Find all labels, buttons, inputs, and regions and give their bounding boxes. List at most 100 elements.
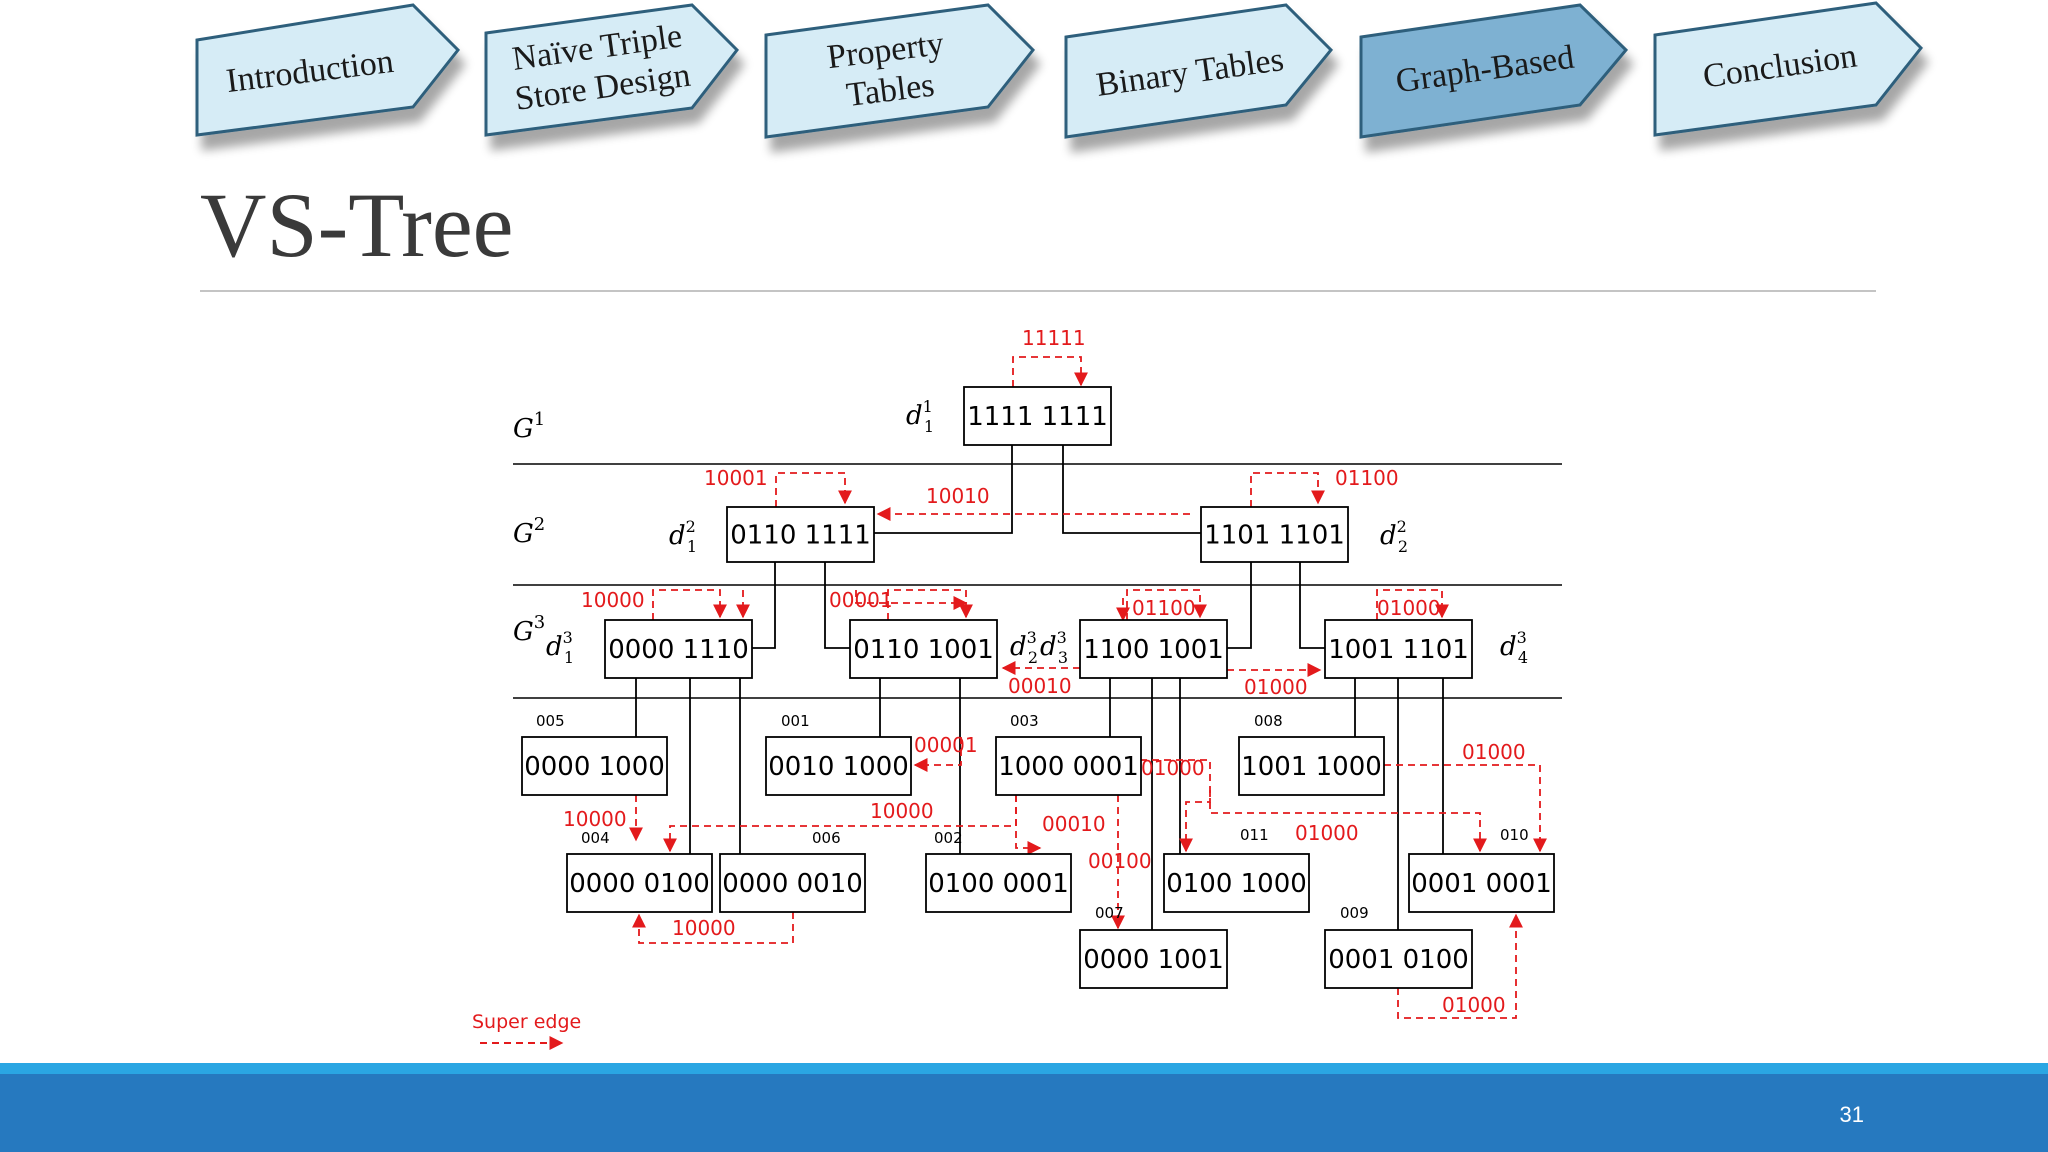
super-edge <box>1015 795 1042 855</box>
tree-edge <box>752 562 776 649</box>
node-box <box>765 736 912 796</box>
vertex-id: 002 <box>934 829 963 847</box>
tree-node: 0000 1000 005 <box>521 712 668 796</box>
section-nav: Introduction Naïve Triple Store Design P… <box>0 0 2048 170</box>
tree-node: 0110 1001 <box>849 619 998 679</box>
super-edge-label: 00100 <box>1088 849 1152 873</box>
node-box <box>726 506 875 563</box>
node-code: 1101 1101 <box>1204 521 1345 551</box>
nav-item-naive-triple-store[interactable] <box>484 3 739 137</box>
footer-bar <box>0 1074 2048 1152</box>
super-edge-label: 00001 <box>829 588 893 612</box>
tree-edge <box>874 445 1013 534</box>
super-edge <box>1012 356 1088 387</box>
super-edge-label: 01000 <box>1295 821 1359 845</box>
super-edge-label: 01000 <box>1442 993 1506 1017</box>
node-box <box>521 736 668 796</box>
node-code: 0100 1000 <box>1166 869 1307 899</box>
super-edge <box>1384 764 1547 853</box>
level-label: G3 <box>513 612 545 647</box>
node-code: 1100 1001 <box>1083 635 1224 665</box>
vertex-id: 011 <box>1240 826 1269 844</box>
super-edge-label: 00010 <box>1008 674 1072 698</box>
nav-item-binary-tables[interactable] <box>1064 3 1334 139</box>
super-edge <box>913 737 962 772</box>
tree-edge <box>824 562 850 649</box>
tree-node: 0000 1001 007 <box>1079 904 1228 989</box>
node-code: 0100 0001 <box>928 869 1069 899</box>
node-box <box>604 619 753 679</box>
footer-stripe <box>0 1063 2048 1074</box>
nav-item-property-tables[interactable] <box>764 3 1036 139</box>
super-edge-label: 01100 <box>1335 466 1399 490</box>
node-code: 1001 1000 <box>1241 752 1382 782</box>
node-box <box>963 386 1112 446</box>
nav-item-conclusion[interactable] <box>1653 1 1924 137</box>
node-code: 0000 1110 <box>608 635 749 665</box>
node-code: 0000 1000 <box>524 752 665 782</box>
node-box <box>719 853 866 913</box>
tree-node: 1101 1101 <box>1200 506 1349 563</box>
title-divider <box>200 290 1876 292</box>
super-edge <box>1126 589 1207 620</box>
node-code: 0000 0100 <box>569 869 710 899</box>
tree-node: 0110 1111 <box>726 506 875 563</box>
tree-edge <box>1062 445 1201 534</box>
vertex-id: 005 <box>536 712 565 730</box>
super-edge-label: 00010 <box>1042 812 1106 836</box>
super-edge-label: 01000 <box>1141 756 1205 780</box>
node-box <box>995 736 1142 796</box>
node-box <box>849 619 998 679</box>
node-code: 1001 1101 <box>1328 635 1469 665</box>
super-edge-label: 11111 <box>1022 326 1086 350</box>
super-edge-label: 00001 <box>914 733 978 757</box>
node-box <box>925 853 1072 913</box>
tree-node: 0001 0100 009 <box>1324 904 1473 989</box>
vertex-id: 003 <box>1010 712 1039 730</box>
super-edge-label: 10001 <box>704 466 768 490</box>
node-box <box>1238 736 1385 796</box>
level-dividers <box>513 463 1562 699</box>
super-edge-label: 01100 <box>1132 596 1196 620</box>
nav-item-graph-based[interactable] <box>1359 3 1629 139</box>
node-code: 1111 1111 <box>967 402 1108 432</box>
node-code: 0000 1001 <box>1083 945 1224 975</box>
node-code: 0110 1111 <box>730 521 871 551</box>
super-edge-label: 01000 <box>1244 675 1308 699</box>
super-edge-label: 01000 <box>1462 740 1526 764</box>
super-edge <box>1397 913 1523 1019</box>
tree-node: 0100 0001 002 <box>925 829 1072 913</box>
node-code: 0001 0001 <box>1411 869 1552 899</box>
page-number: 31 <box>1839 1102 1864 1127</box>
node-code: 0001 0100 <box>1328 945 1469 975</box>
super-edge <box>663 795 1017 853</box>
vertex-id: 010 <box>1500 826 1529 844</box>
tree-node: 0100 1000 011 <box>1163 826 1310 913</box>
node-box <box>1200 506 1349 563</box>
vertex-id: 009 <box>1340 904 1369 922</box>
tree-node: 0000 1110 <box>604 619 753 679</box>
tree-node: 0001 0001 010 <box>1408 826 1555 913</box>
super-edge-label: 10010 <box>926 484 990 508</box>
vertex-id: 004 <box>581 829 610 847</box>
node-box <box>1079 929 1228 989</box>
super-edge <box>1209 790 1487 853</box>
tree-node: 1111 1111 <box>963 386 1112 446</box>
nav-item-introduction[interactable] <box>195 3 461 137</box>
tree-edges <box>635 445 1444 930</box>
vertex-id: 007 <box>1095 904 1124 922</box>
vertex-id: 001 <box>781 712 810 730</box>
super-edge <box>855 590 968 610</box>
tree-node: 1100 1001 <box>1079 619 1228 679</box>
